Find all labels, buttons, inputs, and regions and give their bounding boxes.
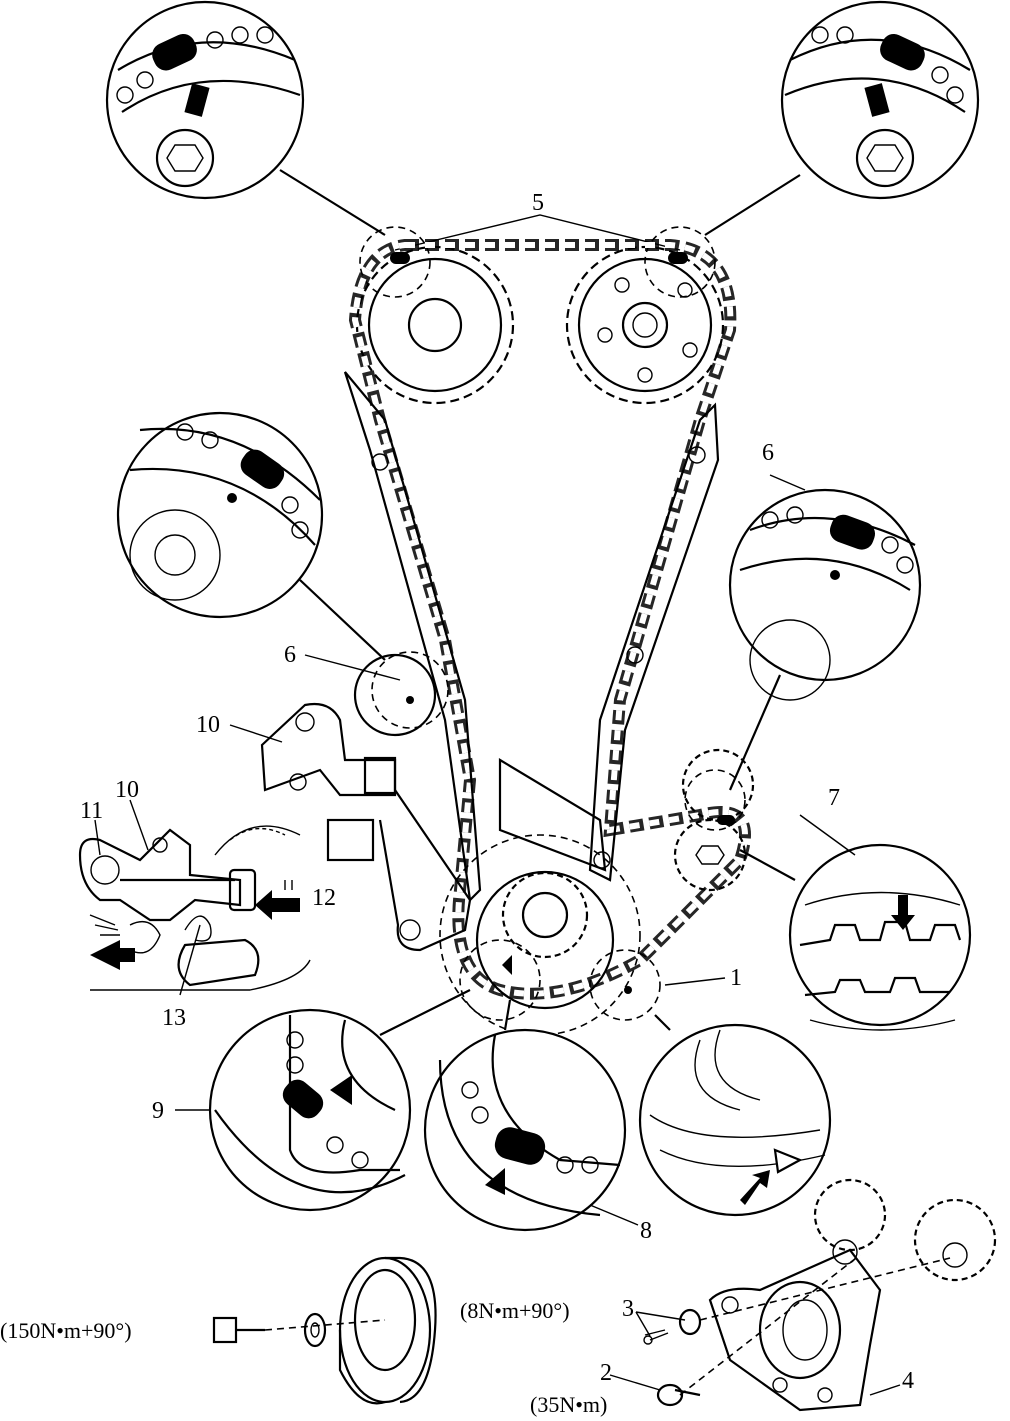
oil-pump-assembly <box>679 1178 997 1412</box>
label-11: 11 <box>80 798 103 824</box>
label-5-leader <box>394 214 681 251</box>
tensioner-rail-center <box>498 758 607 872</box>
camshaft-sprocket-left <box>355 245 515 405</box>
torque-bolt-2: (35N•m) <box>530 1392 607 1417</box>
torque-bolt-3: (8N•m+90°) <box>460 1298 570 1323</box>
label-1-leader <box>664 977 726 986</box>
triangle-mark <box>502 955 512 975</box>
label-10-a: 10 <box>196 712 220 738</box>
label-5: 5 <box>532 190 544 216</box>
arrow-left-icon <box>255 890 300 920</box>
label-2-leader <box>609 1374 661 1391</box>
chain-links-detail <box>116 26 274 104</box>
label-10-leader <box>229 724 283 743</box>
hex-bolt-icon <box>166 144 204 172</box>
crankshaft-bolt <box>212 1312 386 1348</box>
chain-links-detail <box>811 26 964 104</box>
tensioner-plunger <box>326 818 375 862</box>
crankshaft-sprocket <box>439 834 661 1036</box>
mark-circle-left-cam <box>359 226 431 298</box>
detail-circle-left <box>116 411 386 661</box>
oil-pump-sprocket <box>673 818 747 892</box>
timing-mark <box>184 83 210 117</box>
triangle-mark <box>485 1168 505 1195</box>
label-10-b: 10 <box>115 777 139 803</box>
timing-dot <box>227 493 237 503</box>
label-2: 2 <box>600 1360 612 1386</box>
drive-gear-2 <box>913 1198 997 1282</box>
torque-crank-bolt: (150N•m+90°) <box>0 1318 132 1343</box>
detail-circle-7 <box>739 843 972 1031</box>
guide-bolt <box>688 446 706 464</box>
chain-guide-left <box>343 371 482 903</box>
detail-circle-8 <box>423 999 627 1232</box>
label-13: 13 <box>162 1005 186 1031</box>
label-4-leader <box>869 1384 901 1396</box>
timing-dot <box>830 570 840 580</box>
label-6-right: 6 <box>762 440 774 466</box>
hex-bolt-icon <box>866 144 904 172</box>
chain-guide-right <box>588 402 720 882</box>
crankshaft-pulley <box>338 1256 437 1405</box>
label-10b-leader <box>129 799 149 851</box>
detail-circle-9 <box>208 989 471 1212</box>
label-9: 9 <box>152 1098 164 1124</box>
label-12: 12 <box>312 885 336 911</box>
hex-nut-icon <box>695 845 725 865</box>
intermediate-sprocket <box>353 653 437 737</box>
label-8-leader <box>589 1204 639 1226</box>
detail-circle-top-left <box>105 0 386 236</box>
arrow-down-icon <box>891 895 915 930</box>
triangle-mark-open <box>773 1148 803 1174</box>
tensioner-inset <box>78 825 311 991</box>
label-4: 4 <box>902 1368 914 1394</box>
label-7-leader <box>799 814 856 856</box>
detail-circle-bottom-right <box>638 1014 832 1217</box>
arrow-up-right-icon <box>740 1170 770 1205</box>
label-11-leader <box>94 819 101 856</box>
label-3: 3 <box>622 1296 634 1322</box>
chain-mark-link <box>668 252 688 264</box>
detail-circle-right <box>728 488 922 791</box>
label-8: 8 <box>640 1218 652 1244</box>
label-3-leader <box>635 1311 651 1337</box>
retaining-clip <box>184 915 212 942</box>
label-7: 7 <box>828 785 840 811</box>
label-6-left: 6 <box>284 642 296 668</box>
label-6-right-leader <box>769 474 806 491</box>
label-1: 1 <box>730 965 742 991</box>
guide-bolt <box>626 646 644 664</box>
drive-gear-1 <box>813 1178 887 1252</box>
chain-tensioner <box>260 702 472 952</box>
label-3-leader <box>635 1311 686 1321</box>
label-6-leader <box>304 654 401 681</box>
label-13-leader <box>179 924 201 996</box>
guide-bolt <box>371 453 389 471</box>
chain-mark-link <box>390 252 410 264</box>
camshaft-sprocket-right <box>565 245 725 405</box>
detail-circle-top-right <box>704 0 980 236</box>
mark-circle-6-left <box>371 651 449 729</box>
arrow-left-icon <box>90 940 135 970</box>
timing-mark <box>864 83 890 117</box>
triangle-mark <box>330 1075 352 1105</box>
bolt-2 <box>656 1383 701 1407</box>
